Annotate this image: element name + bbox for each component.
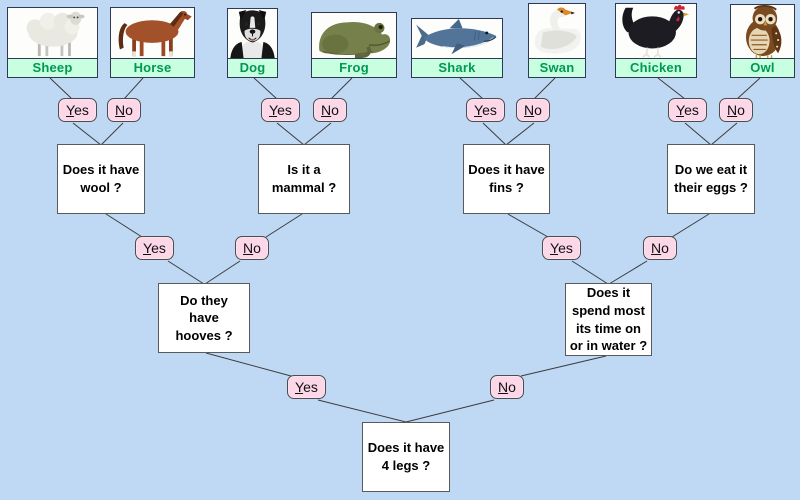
question-water: Does it spend most its time on or in wat… [565, 283, 652, 356]
animal-card-sheep: Sheep [7, 7, 98, 78]
animal-card-horse: Horse [110, 7, 195, 78]
question-wool: Does it have wool ? [57, 144, 145, 214]
animal-name-label: Frog [312, 58, 396, 77]
answer-no[interactable]: No [516, 98, 550, 122]
answer-yes[interactable]: Yes [542, 236, 581, 260]
question-hooves: Do they have hooves ? [158, 283, 250, 353]
animal-card-dog: Dog [227, 8, 278, 78]
answer-yes[interactable]: Yes [58, 98, 97, 122]
animal-card-shark: Shark [411, 18, 503, 78]
answer-yes[interactable]: Yes [466, 98, 505, 122]
animal-name-label: Horse [111, 58, 194, 77]
answer-yes[interactable]: Yes [287, 375, 326, 399]
question-eggs: Do we eat it their eggs ? [667, 144, 755, 214]
animal-name-label: Sheep [8, 58, 97, 77]
sheep-image [8, 8, 97, 58]
dog-image [228, 9, 277, 58]
frog-image [312, 13, 396, 58]
answer-no[interactable]: No [313, 98, 347, 122]
animal-name-label: Dog [228, 58, 277, 77]
horse-image [111, 8, 194, 58]
answer-no[interactable]: No [490, 375, 524, 399]
answer-yes[interactable]: Yes [261, 98, 300, 122]
answer-no[interactable]: No [719, 98, 753, 122]
animal-card-frog: Frog [311, 12, 397, 78]
animal-name-label: Swan [529, 58, 585, 77]
answer-yes[interactable]: Yes [135, 236, 174, 260]
animal-card-swan: Swan [528, 3, 586, 78]
question-fins: Does it have fins ? [463, 144, 550, 214]
animal-card-chicken: Chicken [615, 3, 697, 78]
animal-name-label: Shark [412, 58, 502, 77]
answer-no[interactable]: No [235, 236, 269, 260]
owl-image [731, 5, 794, 58]
swan-image [529, 4, 585, 58]
answer-no[interactable]: No [107, 98, 141, 122]
animal-name-label: Owl [731, 58, 794, 77]
question-mammal: Is it a mammal ? [258, 144, 350, 214]
animal-card-owl: Owl [730, 4, 795, 78]
question-legs: Does it have 4 legs ? [362, 422, 450, 492]
animal-name-label: Chicken [616, 58, 696, 77]
shark-image [412, 19, 502, 58]
answer-no[interactable]: No [643, 236, 677, 260]
chicken-image [616, 4, 696, 58]
answer-yes[interactable]: Yes [668, 98, 707, 122]
